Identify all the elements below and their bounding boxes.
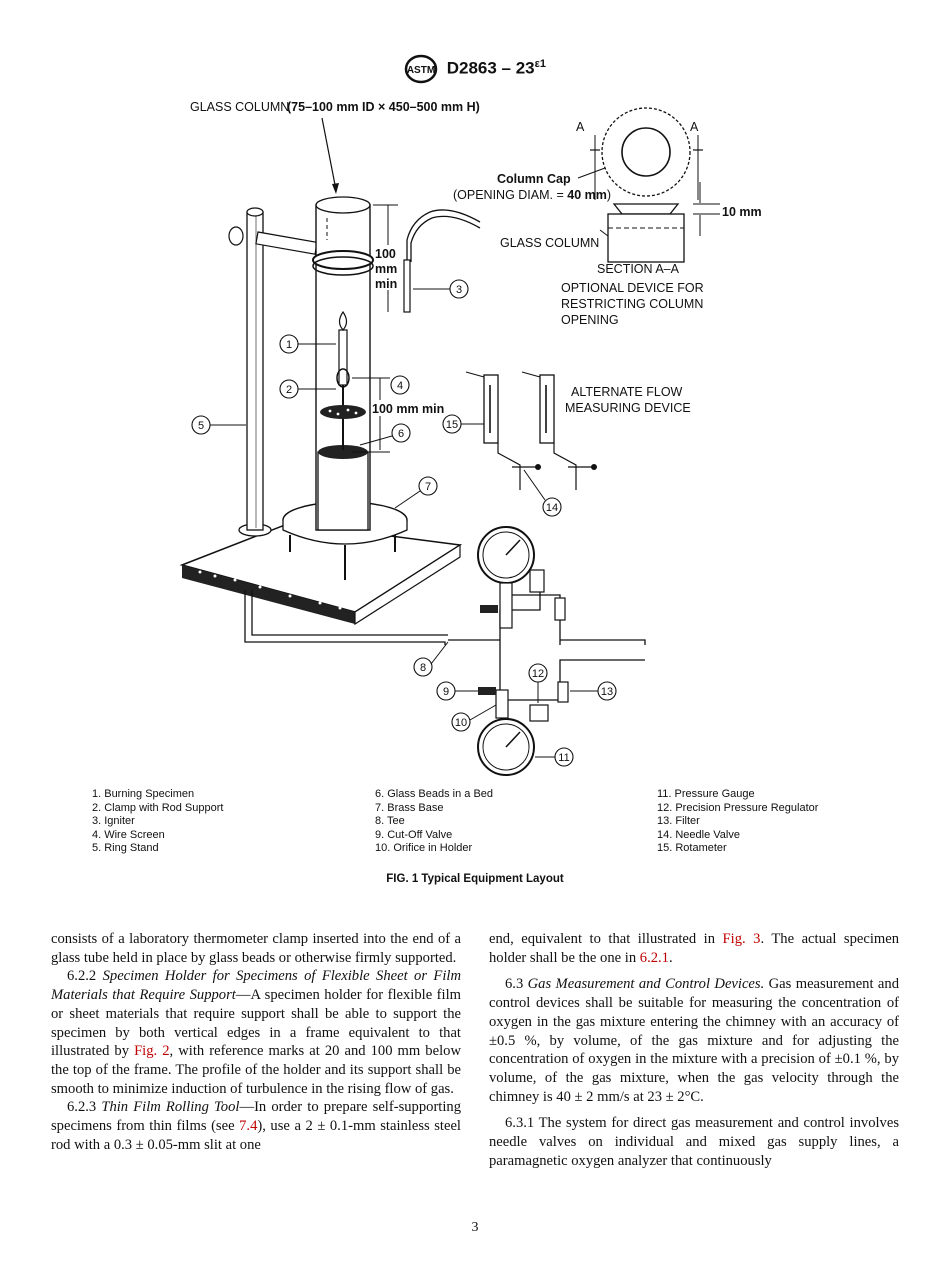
paragraph-6-2-2: 6.2.2 Specimen Holder for Specimens of F… bbox=[51, 967, 461, 1098]
callout-12: 12 bbox=[532, 668, 544, 680]
callout-8: 8 bbox=[420, 662, 426, 674]
column-cap-section bbox=[607, 213, 685, 263]
label-glass-column-side: GLASS COLUMN bbox=[500, 236, 599, 250]
label-alt-flow-1: ALTERNATE FLOW bbox=[571, 385, 683, 399]
label-opening-value: 40 mm bbox=[567, 188, 607, 202]
legend-item: 10. Orifice in Holder bbox=[375, 842, 473, 855]
page-number: 3 bbox=[471, 1220, 479, 1235]
section-number: 6.2.3 bbox=[67, 1099, 102, 1116]
right-column: end, equivalent to that illustrated in F… bbox=[489, 930, 899, 1170]
callout-11: 11 bbox=[558, 752, 569, 764]
fig-3-link[interactable]: Fig. 3 bbox=[722, 931, 761, 947]
legend-item: 2. Clamp with Rod Support bbox=[92, 801, 224, 814]
wire-screen bbox=[320, 405, 366, 419]
paragraph-6-2-3: 6.2.3 Thin Film Rolling Tool—In order to… bbox=[51, 1098, 461, 1154]
svg-text:(OPENING DIAM. = 40 mm): (OPENING DIAM. = 40 mm) bbox=[453, 188, 611, 202]
legend-item: 15. Rotameter bbox=[657, 842, 727, 855]
svg-text:ASTM: ASTM bbox=[407, 65, 435, 76]
paragraph-text: —In order to prepare self-supporting spe… bbox=[51, 1099, 462, 1135]
section-7-4-link[interactable]: 7.4 bbox=[239, 1118, 258, 1135]
callout-6: 6 bbox=[398, 428, 404, 440]
callout-5: 5 bbox=[198, 420, 204, 432]
paragraph-text: . The actual specimen holder shall be th… bbox=[489, 931, 900, 966]
label-dim-10mm: 10 mm bbox=[722, 205, 762, 219]
label-section-aa: SECTION A–A bbox=[597, 262, 680, 276]
page-header: ASTM D2863 – 23ε1 bbox=[0, 54, 950, 84]
callout-14: 14 bbox=[546, 502, 558, 514]
legend-item: 1. Burning Specimen bbox=[92, 788, 195, 800]
astm-logo-icon: ASTM bbox=[404, 54, 438, 84]
paragraph-text: end, equivalent to that illustrated in bbox=[489, 931, 723, 947]
legend-item: 14. Needle Valve bbox=[657, 828, 740, 841]
designation: D2863 – 23 bbox=[446, 58, 535, 78]
legend-item: 12. Precision Pressure Regulator bbox=[657, 801, 819, 814]
ring-stand-rod bbox=[246, 211, 264, 531]
label-glass-column-dims: (75–100 mm ID × 450–500 mm H) bbox=[287, 100, 480, 114]
legend-item: 5. Ring Stand bbox=[92, 842, 159, 855]
label-dim-100mm-min: 100 mm min bbox=[372, 402, 444, 416]
legend-item: 8. Tee bbox=[375, 815, 405, 828]
label-optional-2: RESTRICTING COLUMN bbox=[561, 297, 703, 311]
callout-13: 13 bbox=[601, 686, 613, 698]
paragraph-text: ), use a 2 ± 0.1-mm stainless steel rod … bbox=[51, 1118, 461, 1153]
label-optional-1: OPTIONAL DEVICE FOR bbox=[561, 281, 704, 295]
legend-col-2: 6. Glass Beads in a Bed 7. Brass Base 8.… bbox=[375, 788, 493, 856]
label-dim-100: 100 bbox=[375, 247, 396, 261]
legend-col-1: 1. Burning Specimen 2. Clamp with Rod Su… bbox=[92, 788, 223, 856]
paragraph-text: . bbox=[668, 949, 673, 966]
legend-item: 9. Cut-Off Valve bbox=[375, 828, 453, 841]
equipment-figure: GLASS COLUMN (75–100 mm ID × 450–500 mm … bbox=[179, 100, 762, 776]
paragraph-text: Gas measurement and control devices shal… bbox=[489, 976, 899, 1105]
burning-specimen bbox=[338, 329, 348, 386]
paragraph-text: , with reference marks at 20 and 100 mm … bbox=[51, 1043, 461, 1097]
rotameters bbox=[483, 374, 555, 444]
callout-2: 2 bbox=[286, 384, 292, 396]
paragraph: end, equivalent to that illustrated in F… bbox=[489, 930, 899, 967]
label-opening-prefix: (OPENING DIAM. = bbox=[453, 188, 567, 202]
callout-10: 10 bbox=[455, 717, 467, 729]
label-column-cap: Column Cap bbox=[497, 172, 571, 186]
glass-beads-bed bbox=[317, 451, 369, 531]
callout-7: 7 bbox=[425, 481, 431, 493]
legend-col-3: 11. Pressure Gauge 12. Precision Pressur… bbox=[657, 788, 818, 856]
callout-1: 1 bbox=[286, 339, 292, 351]
paragraph-6-3: 6.3 Gas Measurement and Control Devices.… bbox=[489, 975, 899, 1106]
legend-item: 11. Pressure Gauge bbox=[657, 788, 755, 800]
label-optional-3: OPENING bbox=[561, 313, 619, 327]
legend-item: 13. Filter bbox=[657, 815, 700, 828]
legend-item: 4. Wire Screen bbox=[92, 828, 165, 841]
paragraph: consists of a laboratory thermometer cla… bbox=[51, 931, 461, 966]
callout-9: 9 bbox=[443, 686, 449, 698]
callout-markers bbox=[191, 279, 617, 767]
section-title: Specimen Holder for Specimens of Flexibl… bbox=[51, 968, 461, 1004]
label-alt-flow-2: MEASURING DEVICE bbox=[565, 401, 691, 415]
paragraph-text: —A specimen holder for flexible film or … bbox=[51, 987, 461, 1060]
fig-2-link[interactable]: Fig. 2 bbox=[134, 1043, 170, 1060]
label-dim-min: min bbox=[375, 277, 397, 291]
legend-item: 6. Glass Beads in a Bed bbox=[375, 788, 494, 800]
legend-item: 7. Brass Base bbox=[375, 801, 444, 814]
callout-3: 3 bbox=[456, 284, 462, 296]
section-6-2-1-link[interactable]: 6.2.1 bbox=[639, 949, 669, 966]
section-title: Thin Film Rolling Tool bbox=[101, 1099, 240, 1116]
figure-caption: FIG. 1 Typical Equipment Layout bbox=[386, 873, 564, 885]
left-column: consists of a laboratory thermometer cla… bbox=[51, 930, 461, 1154]
paragraph-6-3-1: 6.3.1 The system for direct gas measurem… bbox=[489, 1115, 899, 1169]
callout-4: 4 bbox=[397, 380, 403, 392]
section-number: 6.2.2 bbox=[67, 968, 103, 985]
label-dim-mm: mm bbox=[375, 262, 397, 276]
section-title: Gas Measurement and Control Devices. bbox=[527, 976, 765, 993]
callout-15: 15 bbox=[446, 419, 458, 431]
edition: ε1 bbox=[534, 57, 546, 70]
label-glass-column: GLASS COLUMN bbox=[190, 100, 289, 114]
section-number: 6.3 bbox=[505, 976, 528, 993]
label-section-a2: A bbox=[690, 120, 699, 134]
label-opening-suffix: ) bbox=[607, 188, 611, 202]
legend-item: 3. Igniter bbox=[92, 815, 135, 828]
label-section-a1: A bbox=[576, 120, 585, 134]
